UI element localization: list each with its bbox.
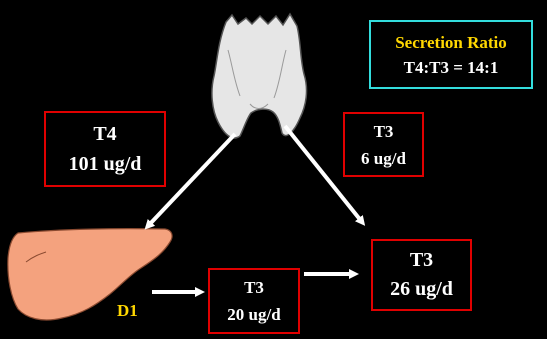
t3-secretion-amount: 6 ug/d xyxy=(361,145,406,172)
d1-enzyme-label: D1 xyxy=(117,301,138,321)
t3-total-hormone: T3 xyxy=(410,246,433,275)
t3-secretion-hormone: T3 xyxy=(374,118,394,145)
thyroid-gland-icon xyxy=(212,14,307,138)
secretion-ratio-value: T4:T3 = 14:1 xyxy=(404,55,499,80)
t3-conversion-box: T3 20 ug/d xyxy=(208,268,300,334)
t3-secretion-box: T3 6 ug/d xyxy=(343,112,424,177)
t4-secretion-hormone: T4 xyxy=(93,119,116,149)
t3-total-amount: 26 ug/d xyxy=(390,275,453,304)
secretion-ratio-title: Secretion Ratio xyxy=(395,30,507,55)
t4-secretion-box: T4 101 ug/d xyxy=(44,111,166,187)
t3-conversion-hormone: T3 xyxy=(244,274,264,301)
t3-total-box: T3 26 ug/d xyxy=(371,239,472,311)
secretion-ratio-box: Secretion Ratio T4:T3 = 14:1 xyxy=(369,20,533,89)
t4-secretion-amount: 101 ug/d xyxy=(69,149,142,179)
t3-conversion-amount: 20 ug/d xyxy=(227,301,280,328)
liver-icon xyxy=(8,229,172,320)
